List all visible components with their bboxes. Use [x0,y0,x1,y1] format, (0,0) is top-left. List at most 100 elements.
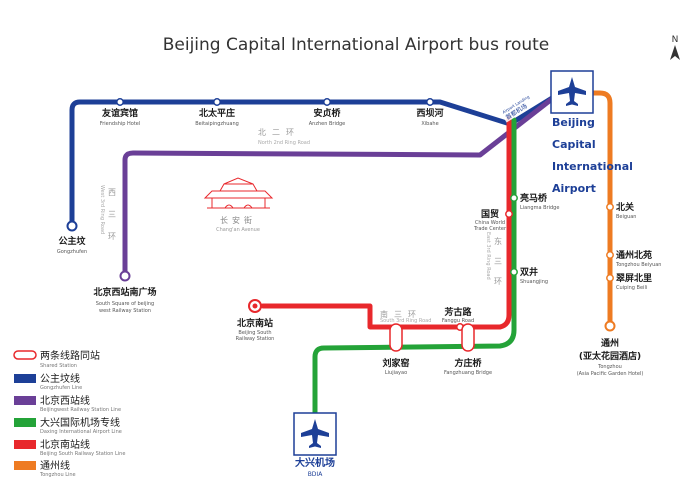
ring-road-cn: 南三环 [380,309,422,319]
capital-airport-name-line2: Capital [552,138,596,151]
shared-station-marker [389,323,403,352]
ring-road-cn: 环 [494,277,502,286]
station-name-en: China World [475,220,505,226]
compass-letter: N [672,35,679,45]
station-name: 安贞桥 [313,107,341,119]
airplane-icon [301,419,329,448]
station-name-en: Liujiayao [385,370,407,376]
legend-swatch [14,374,36,383]
station-name: 双井 [520,266,538,278]
legend-label: 通州线 [40,459,70,472]
legend-item-gongzhufen-line: 公主坟线 Gongzhufen Line [14,372,82,391]
station-marker [606,251,614,259]
shared-station-icon [13,350,37,360]
station-name-en: Beiguan [616,214,636,220]
station-name-en: Liangma Bridge [520,205,559,211]
station-name: 公主坟 [58,235,86,247]
station-name: 友谊宾馆 [102,107,138,119]
station-name-en: Trade Center [473,226,507,232]
ring-road-cn: 西 [108,188,116,197]
station-name-en: Beitaipingzhuang [195,121,239,127]
landmark: 长安街 Chang'an Avenue [203,177,274,233]
ring-road-cn: 三 [494,257,502,266]
ring-road-cn: 北二环 [258,128,300,137]
station-xibahe: 西坝河 Xibahe [416,98,444,127]
station-name: 通州 [601,337,619,349]
legend-label-en: Beijingwest Railway Station Line [40,407,121,413]
legend-label: 公主坟线 [40,372,80,385]
airplane-icon [558,77,586,106]
station-name: 北太平庄 [199,107,235,119]
south-3rd-ring-road-label: 南三环 South 3rd Ring Road [380,309,431,324]
station-name-en: Shuangjing [520,279,548,285]
station-marker [252,303,258,309]
station-name-en: Friendship Hotel [100,121,141,127]
station-name: 方庄桥 [454,357,482,369]
station-name: 国贸 [481,208,499,220]
station-fangzhuang-bridge: 方庄桥 Fangzhuang Bridge [444,323,492,376]
route-tongzhou-line [582,90,613,328]
station-gongzhufen: 公主坟 Gongzhufen [57,220,87,255]
station-marker [116,98,124,106]
legend-swatch [14,461,36,470]
ring-road-en: North 2nd Ring Road [258,140,310,146]
landmark-en: Chang'an Avenue [216,227,260,233]
station-name: 北关 [616,201,634,213]
daxing-airport: 大兴机场 BDIA [293,412,337,478]
legend-label: 两条线路同站 [40,349,100,362]
legend-label-en: Tongzhou Line [39,472,76,478]
station-beijing-south: 北京南站 Beijing South Railway Station [236,299,274,342]
ring-road-en: East 3rd Ring Road [485,232,491,280]
station-name: 芳古路 [444,306,472,318]
station-name-en: South Square of beijing [96,301,154,307]
ring-road-cn: 环 [108,232,116,241]
ring-road-cn: 东 [494,236,502,246]
station-shuangjing: 双井 Shuangjing [510,266,548,285]
station-name: 刘家窑 [382,357,409,369]
station-name: 北京西站南广场 [93,286,156,298]
station-tongzhou: 通州 (亚太花园酒店) Tongzhou (Asia Pacific Garde… [577,320,643,377]
capital-airport-name-line3: International [552,160,633,173]
east-3rd-ring-road-label: 东 三 环 East 3rd Ring Road [485,232,502,286]
legend-item-daxing-airport-line: 大兴国际机场专线 Daxing International Airport Li… [14,416,122,435]
station-name-en: Fangzhuang Bridge [444,370,492,376]
ring-road-en: South 3rd Ring Road [380,318,431,324]
legend-swatch [14,396,36,405]
route-daxing-line [312,117,517,423]
ring-road-cn: 三 [108,210,116,219]
station-name: (亚太花园酒店) [579,350,641,362]
station-beitaipingzhuang: 北太平庄 Beitaipingzhuang [195,98,239,127]
north-compass-icon: N [670,35,680,60]
legend-label-en: Shared Station [40,363,77,369]
station-name-en: Fanggu Road [442,318,474,324]
station-marker [604,320,616,332]
legend-label: 大兴国际机场专线 [40,416,120,429]
station-marker [426,98,434,106]
capital-airport-name-line1: Beijing [552,116,595,129]
station-marker [606,274,614,282]
legend-item-shared-station: 两条线路同站 Shared Station [13,349,100,369]
station-marker [213,98,221,106]
station-marker [606,203,614,211]
legend-swatch [14,418,36,427]
legend: 两条线路同站 Shared Station 公主坟线 Gongzhufen Li… [13,349,125,478]
station-marker [323,98,331,106]
station-china-world: 国贸 China World Trade Center [473,208,513,232]
ring-road-en: West 3rd Ring Road [99,185,105,234]
station-marker [510,268,518,276]
station-name: 西坝河 [416,107,443,119]
capital-airport: Beijing Capital International Airport 首都… [501,70,633,195]
capital-airport-name-line4: Airport [552,182,596,195]
station-name-en: Xibahe [421,121,438,127]
legend-label: 北京西站线 [40,394,90,407]
legend-item-beijingwest-line: 北京西站线 Beijingwest Railway Station Line [14,394,121,413]
legend-item-tongzhou-line: 通州线 Tongzhou Line [14,459,76,478]
station-fanggu-road: 芳古路 Fanggu Road [442,306,474,331]
daxing-airport-cn: 大兴机场 [295,456,335,469]
station-name: 翠屏北里 [616,272,652,284]
station-name: 北京南站 [237,317,273,329]
station-name: 通州北苑 [616,249,652,261]
station-beiguan: 北关 Beiguan [606,201,636,220]
station-name-en: Tongzhou Beiyuan [615,262,661,268]
